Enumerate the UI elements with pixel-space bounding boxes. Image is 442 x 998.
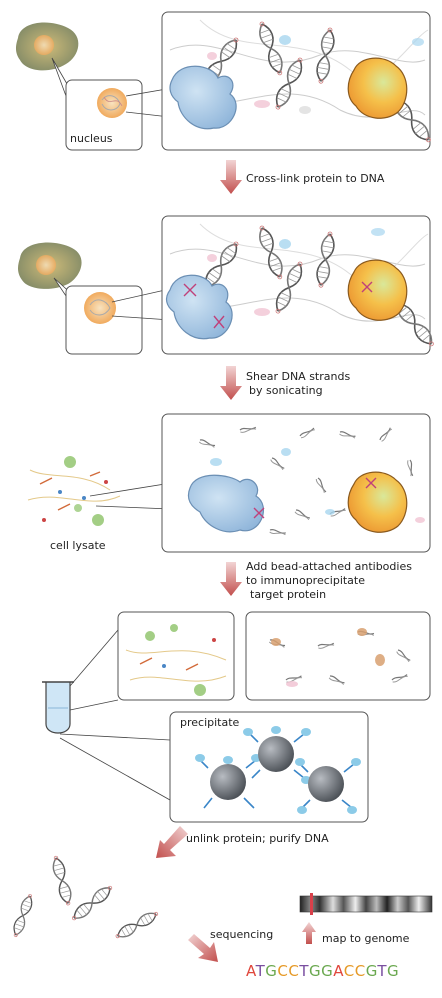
sheared-chromatin-panel [161,413,431,553]
step1-label: Cross-link protein to DNA [246,172,385,185]
sequence-letter: C [288,962,299,980]
sequencing-label: sequencing [210,928,273,941]
step2-label-line2: by sonicating [249,384,323,397]
chromatin-panel-1 [161,11,436,151]
sequence-letter: C [277,962,288,980]
nucleus-panel: nucleus [65,79,143,151]
sequence-letter: G [309,962,321,980]
sequence-letter: T [376,962,387,980]
nucleus-panel-2 [65,285,143,355]
precipitate-label: precipitate [180,716,240,729]
sequence-letter: G [387,962,399,980]
sequence-letter: A [246,962,257,980]
step3-label-line2: to immunoprecipitate [246,574,365,587]
arrow-step-1 [220,160,242,194]
sequence-letter: C [355,962,366,980]
sequence-letter: T [255,962,266,980]
sequence-letter: C [344,962,355,980]
test-tube-icon [42,681,74,734]
step3-label-line1: Add bead-attached antibodies [246,560,412,573]
chromatin-panel-2 [161,215,439,355]
nucleus-label: nucleus [70,132,113,145]
arrow-map-to-genome [302,922,316,944]
genome-track [299,893,433,915]
sequence-letter: A [333,962,344,980]
fragment-panel [245,611,431,701]
arrow-step-4 [156,826,188,858]
sequence-letter: T [298,962,309,980]
precipitate-panel: precipitate [169,711,369,823]
step4-label: unlink protein; purify DNA [186,832,329,845]
dna-sequence: ATGCCTGGACCGTG [246,962,399,980]
sequence-letter: G [366,962,378,980]
bead-3 [295,758,361,814]
step3-label-line3: target protein [250,588,326,601]
sequence-letter: G [321,962,333,980]
lysate-panel [117,611,235,701]
arrow-step-2 [220,366,242,400]
sequence-letter: G [265,962,277,980]
step2-label-line1: Shear DNA strands [246,370,350,383]
purified-dna-fragments [10,854,161,943]
bead-2 [243,726,311,784]
arrow-sequencing [188,934,218,962]
arrow-step-3 [220,562,242,596]
bead-1 [195,754,261,809]
cell-lysate-scatter [27,456,197,526]
map-to-genome-label: map to genome [322,932,410,945]
cell-lysate-label: cell lysate [50,539,106,552]
